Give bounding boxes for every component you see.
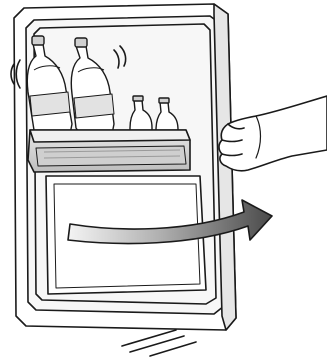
hand-icon: [219, 96, 327, 171]
door-bin: [28, 130, 190, 172]
vibration-lines-icon: [122, 330, 196, 356]
